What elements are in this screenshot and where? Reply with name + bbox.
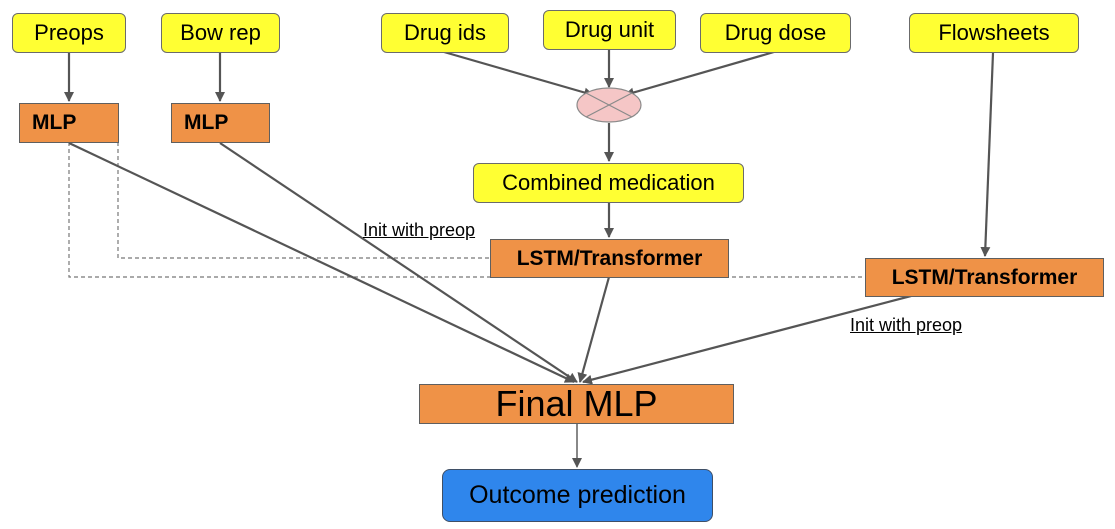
combined-medication-label: Combined medication bbox=[502, 170, 715, 195]
final-mlp-label: Final MLP bbox=[495, 383, 658, 424]
init-with-preop-note-1: Init with preop bbox=[363, 220, 476, 240]
lstm-medication-label: LSTM/Transformer bbox=[516, 246, 703, 270]
drug-dose-label: Drug dose bbox=[724, 20, 827, 45]
combined-medication-node: Combined medication bbox=[473, 163, 744, 203]
mlp-bow-label: MLP bbox=[184, 111, 229, 134]
edge-mlp2-final bbox=[219, 142, 578, 383]
outcome-prediction-label: Outcome prediction bbox=[469, 481, 686, 509]
bow-rep-node: Bow rep bbox=[161, 13, 280, 53]
edge-mlp1-final bbox=[68, 142, 575, 383]
init-with-preop-note-2: Init with preop bbox=[850, 315, 963, 335]
lstm-flowsheets-label: LSTM/Transformer bbox=[891, 265, 1078, 289]
combine-operator-icon bbox=[576, 87, 642, 123]
edge-drugids-combine bbox=[443, 50, 594, 98]
flowsheets-node: Flowsheets bbox=[909, 13, 1079, 53]
final-mlp-node: Final MLP bbox=[419, 383, 734, 424]
edge-drugdose-combine bbox=[624, 50, 775, 98]
lstm-flowsheets-node: LSTM/Transformer bbox=[865, 258, 1104, 297]
flowsheets-label: Flowsheets bbox=[938, 20, 1050, 45]
drug-dose-node: Drug dose bbox=[700, 13, 851, 53]
outcome-prediction-node: Outcome prediction bbox=[442, 469, 713, 522]
drug-ids-label: Drug ids bbox=[404, 20, 486, 45]
bow-rep-label: Bow rep bbox=[180, 20, 261, 45]
drug-unit-label: Drug unit bbox=[564, 17, 655, 42]
mlp-bow-node: MLP bbox=[171, 103, 270, 143]
edge-lstm2-final bbox=[582, 294, 912, 385]
init-connector-flowsheets bbox=[68, 142, 865, 278]
drug-ids-node: Drug ids bbox=[381, 13, 509, 53]
edge-flowsheets-lstm bbox=[980, 52, 995, 257]
drug-unit-node: Drug unit bbox=[543, 10, 676, 50]
mlp-preops-label: MLP bbox=[32, 111, 77, 134]
edge-lstm1-final bbox=[577, 276, 611, 383]
preops-node: Preops bbox=[12, 13, 126, 53]
preops-label: Preops bbox=[34, 20, 104, 45]
init-connector-medication bbox=[117, 142, 490, 259]
lstm-medication-node: LSTM/Transformer bbox=[490, 239, 729, 278]
mlp-preops-node: MLP bbox=[19, 103, 119, 143]
